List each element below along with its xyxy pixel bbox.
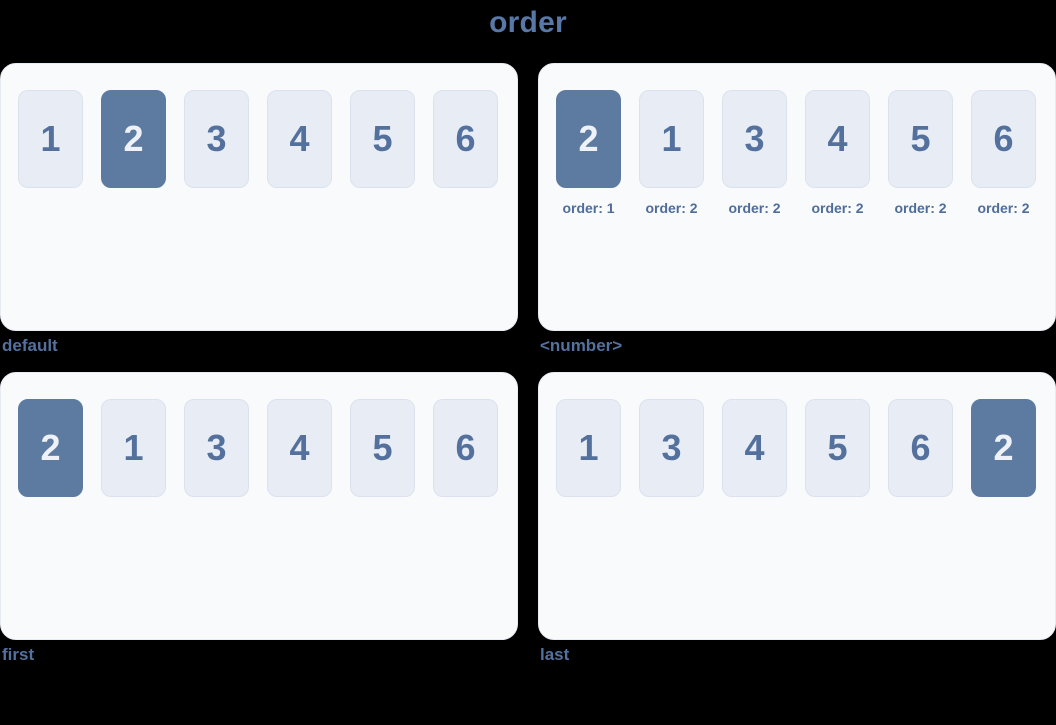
panel-caption-first: first [2, 645, 35, 664]
flex-item-column: 2 [101, 90, 166, 188]
flex-item-column: 4 [267, 90, 332, 188]
flex-item: 3 [639, 399, 704, 497]
flex-item: 4 [267, 90, 332, 188]
page-title: order [489, 6, 567, 39]
flex-container-number: 2 order: 1 1 order: 2 3 order: 2 4 order: 2 5 ord… [538, 63, 1056, 331]
flex-item-highlighted: 2 [101, 90, 166, 188]
flex-item: 6 [888, 399, 953, 497]
flex-item-column: 6 order: 2 [971, 90, 1036, 216]
flex-item-column: 2 order: 1 [556, 90, 621, 216]
flex-item-column: 1 [18, 90, 83, 188]
flex-item-column: 5 [350, 399, 415, 497]
flex-item-column: 2 [971, 399, 1036, 497]
flex-item-column: 5 [805, 399, 870, 497]
flex-item-highlighted: 2 [971, 399, 1036, 497]
flex-item-column: 6 [888, 399, 953, 497]
flex-item: 6 [433, 90, 498, 188]
flex-item-highlighted: 2 [556, 90, 621, 188]
flex-item-column: 6 [433, 90, 498, 188]
flex-item: 3 [184, 399, 249, 497]
flex-item: 1 [18, 90, 83, 188]
item-order-label: order: 2 [645, 200, 698, 216]
flex-item: 4 [267, 399, 332, 497]
panel-caption-last: last [540, 645, 570, 664]
item-order-label: order: 1 [562, 200, 615, 216]
item-order-label: order: 2 [811, 200, 864, 216]
flex-item-column: 3 [639, 399, 704, 497]
item-order-label: order: 2 [977, 200, 1030, 216]
flex-item-column: 1 [101, 399, 166, 497]
flex-item: 6 [971, 90, 1036, 188]
flex-item-column: 6 [433, 399, 498, 497]
flex-item: 5 [350, 90, 415, 188]
flex-item: 3 [184, 90, 249, 188]
flex-item: 5 [805, 399, 870, 497]
flex-item: 3 [722, 90, 787, 188]
demo-cell-number: 2 order: 1 1 order: 2 3 order: 2 4 order: 2 5 ord… [538, 63, 1056, 356]
flex-item: 1 [101, 399, 166, 497]
flex-item-column: 3 order: 2 [722, 90, 787, 216]
flex-item: 4 [805, 90, 870, 188]
flex-item-column: 4 [722, 399, 787, 497]
flex-item-column: 5 [350, 90, 415, 188]
flex-item-column: 4 order: 2 [805, 90, 870, 216]
flex-item-column: 1 [556, 399, 621, 497]
flex-item-column: 2 [18, 399, 83, 497]
flex-item-highlighted: 2 [18, 399, 83, 497]
panel-caption-number: <number> [540, 336, 623, 355]
flex-item-column: 3 [184, 90, 249, 188]
flex-item: 4 [722, 399, 787, 497]
flex-item: 5 [350, 399, 415, 497]
flex-items-row: 2 order: 1 1 order: 2 3 order: 2 4 order: 2 5 ord… [556, 90, 1038, 216]
item-order-label: order: 2 [728, 200, 781, 216]
panel-caption-default: default [2, 336, 58, 355]
flex-item: 5 [888, 90, 953, 188]
flex-item-column: 4 [267, 399, 332, 497]
flex-item-column: 5 order: 2 [888, 90, 953, 216]
flex-item: 1 [639, 90, 704, 188]
flex-item-column: 3 [184, 399, 249, 497]
flex-item: 1 [556, 399, 621, 497]
item-order-label: order: 2 [894, 200, 947, 216]
flex-item-column: 1 order: 2 [639, 90, 704, 216]
flex-item: 6 [433, 399, 498, 497]
